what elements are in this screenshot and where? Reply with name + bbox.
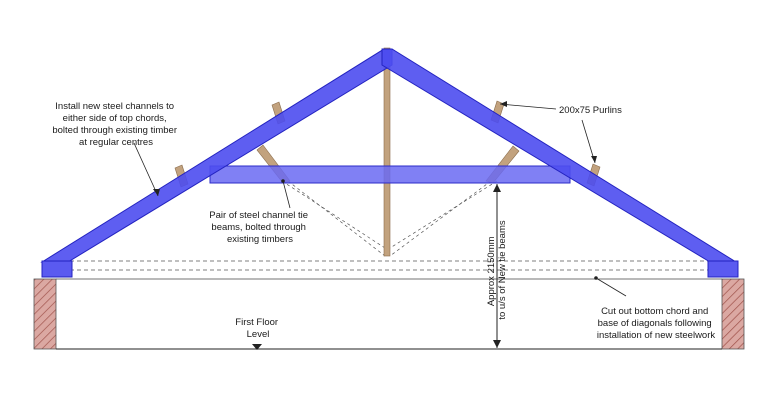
dimension-arrow-top	[493, 184, 501, 192]
label-floor-level: First Floor Level	[235, 317, 280, 340]
leader-dot-tie	[281, 179, 285, 183]
arrowhead-purlin-2	[591, 156, 597, 163]
leader-lines	[133, 103, 627, 297]
king-post	[383, 47, 391, 257]
label-cut-out: Cut out bottom chord and base of diagona…	[597, 306, 716, 341]
leader-dot-cut	[594, 276, 598, 280]
removed-diagonals	[281, 180, 498, 257]
right-wall	[721, 278, 745, 350]
floor-level-marker	[252, 344, 262, 350]
label-steel-channels: Install new steel channels to either sid…	[52, 101, 179, 148]
label-purlins: 200x75 Purlins	[559, 105, 622, 116]
arrowhead-purlin	[500, 101, 507, 107]
arrowhead-steel	[153, 189, 160, 196]
label-tie-beams: Pair of steel channel tie beams, bolted …	[209, 210, 310, 245]
right-top-chord	[381, 48, 738, 263]
dimension-arrow-bottom	[493, 340, 501, 348]
label-dimension: Approx 2150mm to u/s of New tie beams	[486, 220, 508, 320]
left-wall	[33, 278, 57, 350]
left-wall-plate	[41, 260, 73, 278]
steel-tie-beam	[209, 165, 571, 184]
right-wall-plate	[707, 260, 739, 278]
